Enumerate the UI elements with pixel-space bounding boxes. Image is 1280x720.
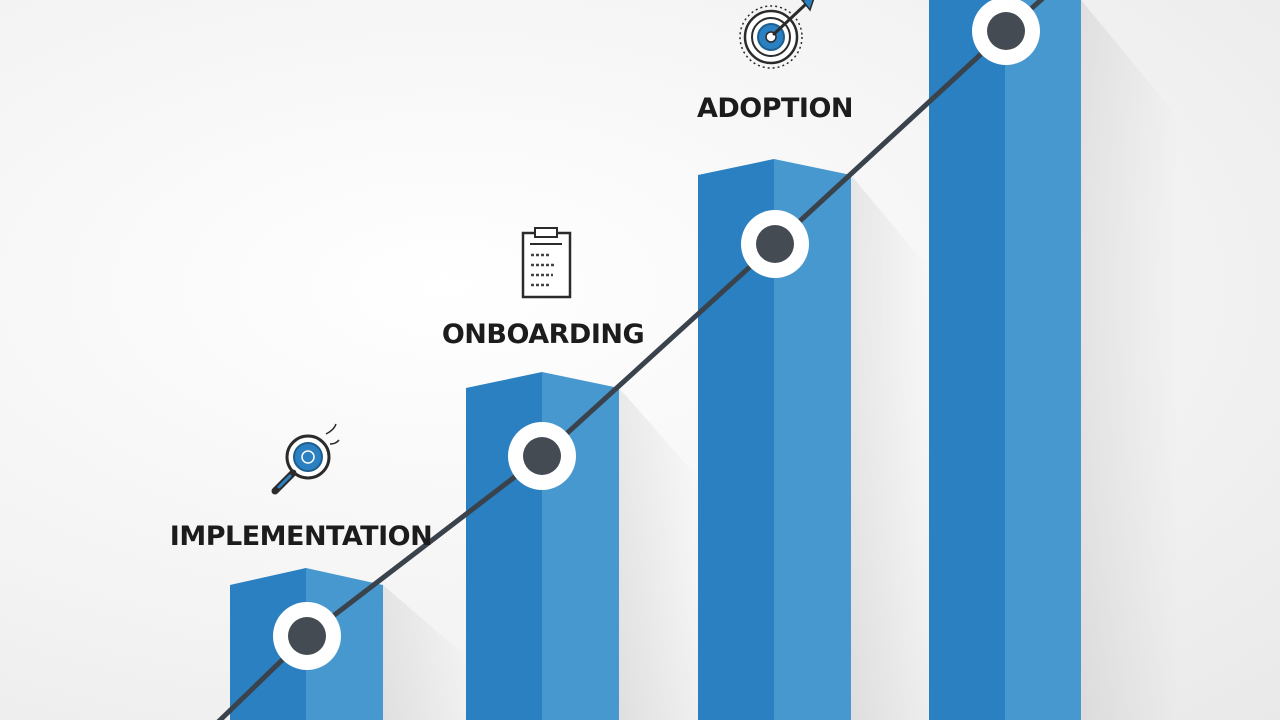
stage-label-adoption: ADOPTION: [697, 93, 853, 124]
node-fourth: [972, 0, 1040, 65]
bar-implementation: [230, 568, 383, 720]
bar-shadows: [383, 0, 1180, 720]
target-icon: [739, 0, 815, 69]
bar-fourth-face-right: [1005, 0, 1081, 720]
bar-fourth-face-left: [929, 0, 1005, 720]
stage-label-implementation: IMPLEMENTATION: [170, 521, 432, 552]
clipboard-icon: [521, 227, 572, 299]
node-implementation: [273, 602, 341, 670]
bar-implementation-face-right: [306, 568, 383, 720]
bar-fourth: [929, 0, 1081, 720]
magnifier-icon: [271, 423, 340, 495]
stage-label-onboarding: ONBOARDING: [442, 319, 644, 350]
node-onboarding: [508, 422, 576, 490]
node-adoption: [741, 210, 809, 278]
bar-adoption-face-right: [774, 159, 851, 720]
bar-implementation-face-left: [230, 568, 306, 720]
